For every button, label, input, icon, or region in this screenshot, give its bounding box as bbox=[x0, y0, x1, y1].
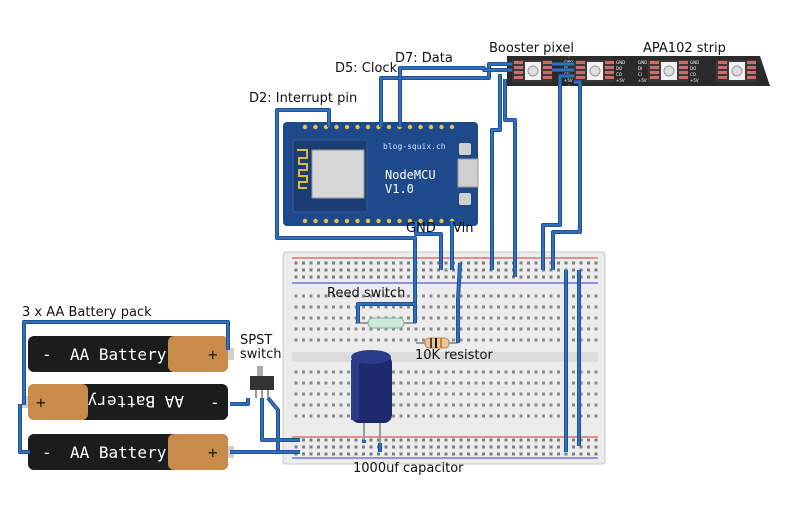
battery-plus: + bbox=[208, 443, 218, 462]
led-pin-label: CO bbox=[690, 72, 696, 77]
reed-switch-label: Reed switch bbox=[327, 286, 406, 301]
gnd-label: GND bbox=[406, 221, 436, 236]
wire bbox=[551, 80, 582, 270]
wire bbox=[490, 74, 502, 270]
battery-minus: - bbox=[210, 393, 220, 412]
wire bbox=[22, 320, 230, 350]
battery-label: AA Battery bbox=[70, 345, 167, 364]
wire bbox=[541, 74, 574, 270]
led-pin-label: +5V bbox=[690, 78, 699, 83]
board-name: NodeMCU bbox=[385, 168, 436, 182]
spst-label: SPST bbox=[240, 333, 273, 348]
wire bbox=[379, 62, 512, 127]
d5-clock-label: D5: Clock bbox=[335, 61, 398, 76]
board-version: V1.0 bbox=[385, 182, 414, 196]
led-pin-label: +5V bbox=[564, 78, 573, 83]
led-pin-label: CO bbox=[616, 72, 622, 77]
wire bbox=[356, 302, 415, 323]
switch-label: switch bbox=[240, 347, 282, 362]
aa-battery: -AA Battery + bbox=[28, 434, 234, 470]
led-pin-label: +5V bbox=[616, 78, 625, 83]
wire bbox=[541, 74, 574, 270]
resistor bbox=[416, 337, 458, 349]
wire bbox=[275, 108, 417, 323]
led-pin-label: GND bbox=[638, 60, 647, 65]
resistor-label: 10K resistor bbox=[415, 348, 493, 363]
battery-plus: + bbox=[208, 345, 218, 364]
led-pin-label: GND bbox=[690, 60, 699, 65]
wire bbox=[503, 79, 517, 277]
wire bbox=[18, 404, 30, 454]
vin-label: Vin bbox=[453, 221, 474, 236]
battery-minus: - bbox=[42, 345, 52, 364]
apa102-strip-label: APA102 strip bbox=[643, 41, 726, 56]
wire bbox=[230, 397, 280, 454]
wire bbox=[398, 66, 512, 127]
wires bbox=[18, 62, 582, 454]
capacitor-label: 1000uf capacitor bbox=[353, 461, 464, 476]
wire bbox=[414, 221, 443, 270]
wire bbox=[260, 398, 300, 442]
aa-battery: -AA Battery + bbox=[28, 336, 234, 372]
wire bbox=[230, 396, 280, 454]
wire bbox=[503, 79, 517, 277]
battery-minus: - bbox=[42, 443, 52, 462]
d7-data-label: D7: Data bbox=[395, 51, 453, 66]
led-pin-label: DI bbox=[638, 66, 642, 71]
d2-interrupt-label: D2: Interrupt pin bbox=[249, 91, 358, 106]
board-url: blog-squix.ch bbox=[383, 142, 446, 151]
wire bbox=[456, 262, 462, 343]
led-pin-label: DO bbox=[690, 66, 696, 71]
spst-switch bbox=[250, 366, 274, 398]
booster-pixel-label: Booster pixel bbox=[489, 41, 574, 56]
battery-plus: + bbox=[36, 393, 46, 412]
battery-pack-label: 3 x AA Battery pack bbox=[22, 305, 152, 320]
wire bbox=[230, 398, 250, 406]
led-pin-label: CI bbox=[638, 72, 642, 77]
led-pin-label: +5V bbox=[638, 78, 647, 83]
capacitor bbox=[351, 350, 392, 443]
battery-pack: -AA Battery+AA Battery-+-AA Battery+ bbox=[22, 336, 234, 470]
wire bbox=[551, 80, 582, 270]
aa-battery: AA Battery - + bbox=[22, 384, 228, 420]
battery-label: AA Battery bbox=[87, 392, 184, 411]
led-pin-label: GND bbox=[616, 60, 625, 65]
battery-label: AA Battery bbox=[70, 443, 167, 462]
reed-switch bbox=[355, 317, 416, 329]
led-pin-label: DO bbox=[616, 66, 622, 71]
